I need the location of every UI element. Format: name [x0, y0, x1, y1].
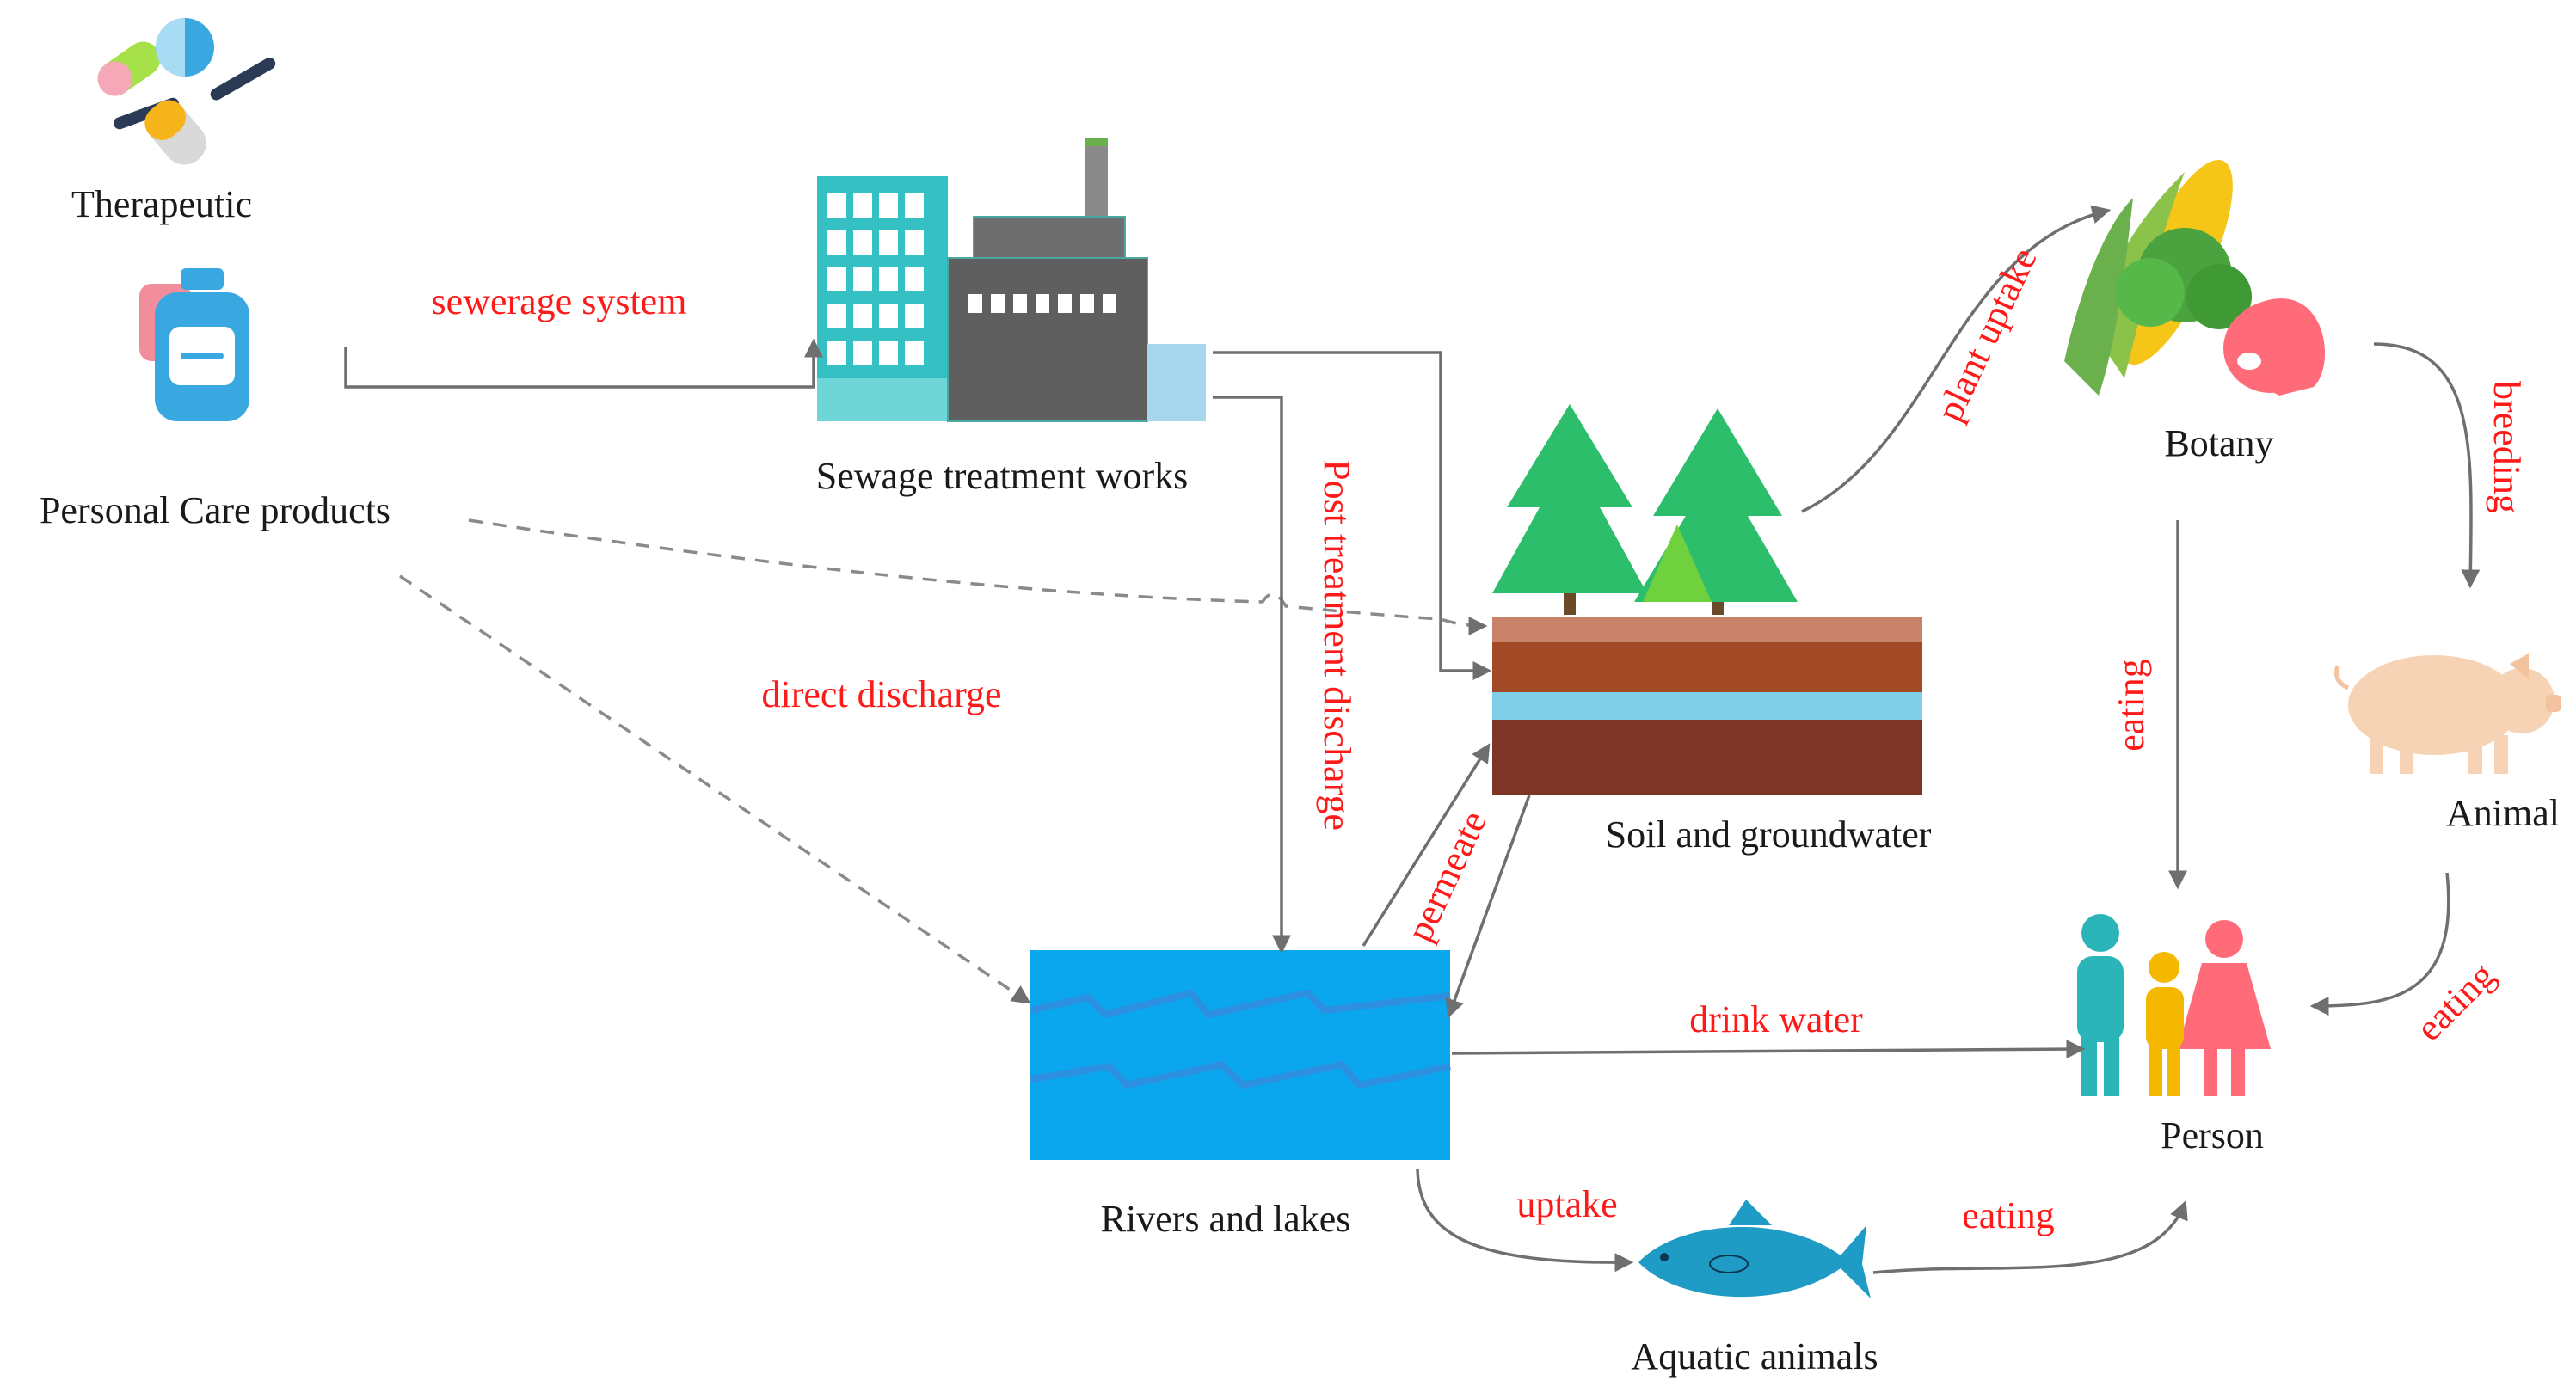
- flow-sewerage: sewerage system: [432, 280, 687, 322]
- label-rivers: Rivers and lakes: [1101, 1198, 1351, 1240]
- soil-layers-icon: [1492, 617, 1922, 795]
- water-icon: [1030, 950, 1451, 1160]
- label-soil: Soil and groundwater: [1606, 813, 1932, 856]
- flow-drink: drink water: [1689, 998, 1863, 1040]
- post-treatment-arrow: [1213, 396, 1291, 954]
- fish-icon: [1638, 1200, 1871, 1298]
- flow-eating-animal: eating: [2407, 954, 2503, 1049]
- vegetables-icon: [2064, 159, 2326, 396]
- sewerage-arrow: [344, 338, 823, 389]
- connectors: [344, 205, 2481, 1274]
- bottle-icon: [139, 268, 249, 421]
- pig-icon: [2334, 653, 2561, 774]
- eating-animal-arrow: [2309, 872, 2450, 1016]
- uptake-arrow: [1416, 1169, 1634, 1273]
- drink-water-arrow: [1451, 1040, 2086, 1059]
- label-animal: Animal: [2446, 792, 2560, 834]
- eating-aquatic-arrow: [1872, 1200, 2188, 1274]
- label-botany: Botany: [2164, 422, 2273, 464]
- flow-plant-uptake: plant uptake: [1928, 242, 2045, 428]
- label-aquatic: Aquatic animals: [1631, 1335, 1878, 1378]
- flow-breeding: breeding: [2486, 381, 2528, 513]
- label-person: Person: [2161, 1114, 2264, 1157]
- factory-icon: [817, 138, 1206, 422]
- plant-to-soil-arrow: [1213, 351, 1492, 680]
- flow-uptake: uptake: [1516, 1183, 1617, 1225]
- flow-eating-botany: eating: [2110, 659, 2152, 752]
- label-personal-care: Personal Care products: [40, 489, 390, 531]
- dashed-to-soil-arrow: [468, 518, 1488, 635]
- flow-post: Post treatment discharge: [1316, 459, 1358, 831]
- permeate-down-arrow: [1445, 795, 1531, 1019]
- plant-uptake-arrow: [1801, 205, 2112, 513]
- direct-discharge-arrow: [399, 574, 1031, 1004]
- label-sewage: Sewage treatment works: [816, 455, 1189, 497]
- flow-eating-aquatic: eating: [1962, 1194, 2055, 1236]
- permeate-up-arrow: [1362, 743, 1491, 947]
- pills-icon: [97, 18, 276, 165]
- flow-direct: direct discharge: [762, 673, 1002, 715]
- trees-icon: [1492, 404, 1798, 615]
- breeding-arrow: [2373, 342, 2481, 589]
- family-icon: [2077, 914, 2271, 1096]
- label-therapeutic: Therapeutic: [71, 183, 252, 225]
